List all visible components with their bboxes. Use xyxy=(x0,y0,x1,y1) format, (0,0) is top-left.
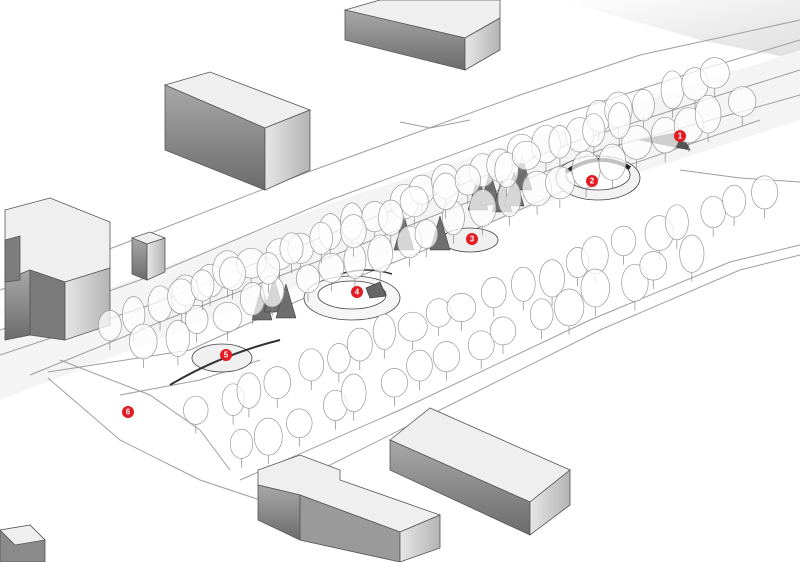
tree-canopy xyxy=(610,225,637,257)
marker-6: 6 xyxy=(122,406,134,418)
tree-canopy xyxy=(212,301,243,333)
building-center-left xyxy=(163,71,312,191)
tree-canopy xyxy=(553,288,585,327)
tree-canopy xyxy=(298,348,325,382)
tree-canopy xyxy=(380,368,408,398)
tree-canopy xyxy=(399,185,429,218)
marker-1-label: 1 xyxy=(678,132,683,141)
marker-1: 1 xyxy=(674,130,686,142)
tree-canopy xyxy=(327,343,351,374)
building-small-cube xyxy=(130,231,167,281)
tree-canopy xyxy=(165,319,191,357)
tree-canopy xyxy=(699,57,730,89)
tree-canopy xyxy=(548,125,572,159)
tree-canopy xyxy=(694,94,722,134)
tree-canopy xyxy=(295,264,321,294)
tree-canopy xyxy=(580,268,611,308)
tree-canopy xyxy=(467,330,495,361)
tree-canopy xyxy=(665,204,689,241)
tree-canopy xyxy=(414,219,438,249)
deciduous-trees xyxy=(98,57,779,468)
tree-canopy xyxy=(751,175,779,210)
tree-canopy xyxy=(279,232,304,265)
building-top-right xyxy=(343,0,501,71)
tree-canopy xyxy=(129,323,158,360)
tree-canopy xyxy=(632,89,655,122)
tree-canopy xyxy=(263,366,292,399)
tree-canopy xyxy=(185,305,209,334)
tree-canopy xyxy=(660,70,685,110)
tree-canopy xyxy=(728,86,757,117)
tree-canopy xyxy=(340,214,367,249)
tree-canopy xyxy=(432,172,459,210)
marker-5: 5 xyxy=(220,349,232,361)
tree-canopy xyxy=(454,164,481,196)
tree-canopy xyxy=(406,349,433,382)
tree-canopy xyxy=(253,417,283,456)
tree-canopy xyxy=(446,293,477,322)
tree-canopy xyxy=(582,113,606,148)
building-bottom-center xyxy=(257,454,442,562)
tree-canopy xyxy=(722,184,746,218)
marker-2: 2 xyxy=(586,175,598,187)
buildings xyxy=(0,0,571,562)
marker-2-label: 2 xyxy=(590,177,595,186)
tree-canopy xyxy=(98,310,122,342)
tree-canopy xyxy=(679,234,705,273)
building-bottom-left xyxy=(0,524,46,562)
tree-canopy xyxy=(183,395,209,425)
tree-canopy xyxy=(256,252,281,285)
tree-canopy xyxy=(581,235,609,275)
tree-canopy xyxy=(190,269,215,302)
marker-3-label: 3 xyxy=(470,235,475,244)
tree-canopy xyxy=(343,242,367,279)
marker-6-label: 6 xyxy=(126,408,131,417)
tree-canopy xyxy=(700,195,726,229)
tree-canopy xyxy=(481,277,507,309)
marker-5-label: 5 xyxy=(224,351,229,360)
tree-canopy xyxy=(346,327,373,362)
tree-canopy xyxy=(607,102,631,139)
tree-canopy xyxy=(494,151,519,188)
tree-canopy xyxy=(469,189,497,227)
tree-canopy xyxy=(512,140,541,171)
building-bottom-right xyxy=(389,407,571,536)
tree-canopy xyxy=(621,125,652,160)
tree-canopy xyxy=(539,259,565,298)
tree-canopy xyxy=(378,199,404,236)
tree-canopy xyxy=(367,234,393,273)
tree-canopy xyxy=(397,311,428,342)
tree-canopy xyxy=(318,252,345,283)
marker-4: 4 xyxy=(351,286,363,298)
tree-canopy xyxy=(229,428,254,459)
marker-3: 3 xyxy=(466,233,478,245)
numbered-markers: 1 2 3 4 5 6 xyxy=(122,130,686,418)
tree-canopy xyxy=(545,166,575,200)
tree-canopy xyxy=(340,373,367,413)
tree-canopy xyxy=(598,143,627,181)
tree-canopy xyxy=(372,313,396,350)
tree-canopy xyxy=(219,256,246,291)
tree-canopy xyxy=(236,372,262,409)
marker-4-label: 4 xyxy=(355,288,360,297)
building-left xyxy=(4,197,111,341)
tree-canopy xyxy=(529,298,554,331)
tree-canopy xyxy=(639,251,668,281)
tree-canopy xyxy=(286,408,313,439)
tree-canopy xyxy=(309,221,333,255)
tree-canopy xyxy=(432,341,461,373)
tree-canopy xyxy=(489,316,517,346)
tree-canopy xyxy=(511,266,536,302)
